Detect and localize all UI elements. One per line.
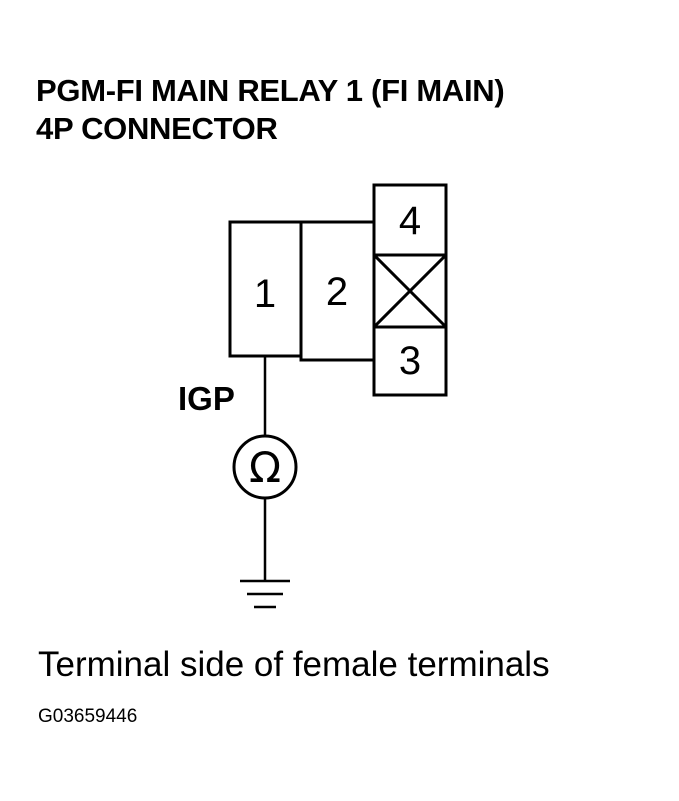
terminal-4-label: 4 [399,199,421,243]
title-line-2: 4P CONNECTOR [36,111,278,146]
unused-cavity-cross-b [372,253,448,329]
connector-body [228,183,448,397]
igp-label: IGP [178,380,235,417]
figure-id: G03659446 [38,706,138,727]
ground-icon [240,579,290,609]
diagram-title: PGM-FI MAIN RELAY 1 (FI MAIN) 4P CONNECT… [36,72,505,148]
terminal-3-cavity [372,325,448,397]
ohmmeter-icon: Ω [232,434,298,500]
terminal-1-label: 1 [254,272,276,316]
caption: Terminal side of female terminals [38,645,550,684]
terminal-2-label: 2 [326,270,348,314]
terminal-3-label: 3 [399,339,421,383]
ohm-symbol: Ω [249,443,281,492]
title-line-1: PGM-FI MAIN RELAY 1 (FI MAIN) [36,73,505,108]
